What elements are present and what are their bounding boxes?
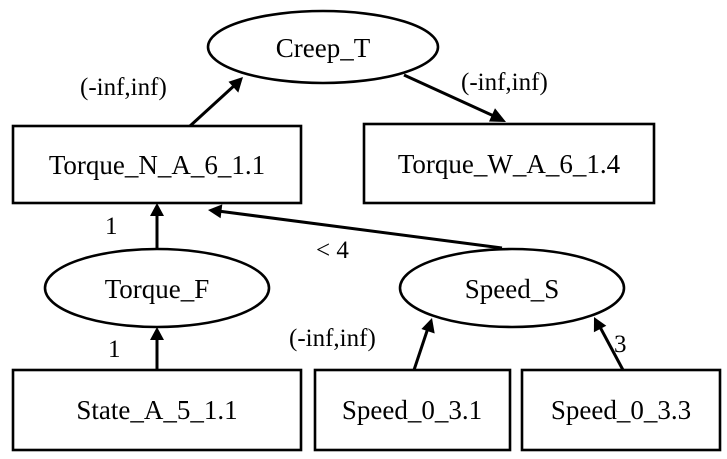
edge-state-a-to-torque-f bbox=[150, 327, 164, 370]
node-speed-s: Speed_S bbox=[398, 247, 626, 329]
node-torque-n-label: Torque_N_A_6_1.1 bbox=[49, 150, 265, 180]
edge-creep-t-to-torque-w bbox=[403, 73, 506, 122]
node-torque-f-label: Torque_F bbox=[105, 274, 210, 304]
node-speed-033-label: Speed_0_3.3 bbox=[551, 395, 691, 425]
node-torque-f: Torque_F bbox=[43, 247, 271, 329]
edge-torque-n-to-creep-t bbox=[188, 77, 243, 128]
node-state-a: State_A_5_1.1 bbox=[11, 368, 303, 452]
node-speed-031: Speed_0_3.1 bbox=[313, 368, 512, 452]
node-state-a-label: State_A_5_1.1 bbox=[76, 395, 237, 425]
edge-speed-s-to-torque-n bbox=[208, 204, 503, 250]
edge-label-speed-031-to-speed-s: (-inf,inf) bbox=[289, 325, 376, 352]
node-torque-w-label: Torque_W_A_6_1.4 bbox=[398, 149, 621, 179]
edge-label-state-to-torque-f: 1 bbox=[108, 336, 121, 363]
node-creep-t: Creep_T bbox=[206, 9, 440, 85]
edge-label-torque-n-to-creep: (-inf,inf) bbox=[80, 74, 167, 101]
edge-label-torque-f-to-torque-n: 1 bbox=[105, 213, 118, 240]
node-torque-w: Torque_W_A_6_1.4 bbox=[362, 122, 656, 205]
node-torque-n: Torque_N_A_6_1.1 bbox=[11, 124, 303, 205]
node-speed-031-label: Speed_0_3.1 bbox=[342, 395, 482, 425]
edge-label-speed-033-to-speed-s: 3 bbox=[614, 331, 627, 358]
node-speed-033: Speed_0_3.3 bbox=[520, 368, 722, 452]
edge-speed-031-to-speed-s bbox=[412, 318, 435, 371]
edge-speed-033-to-speed-s bbox=[593, 317, 625, 371]
edge-label-speed-s-to-torque-n: < 4 bbox=[316, 237, 349, 264]
node-speed-s-label: Speed_S bbox=[465, 274, 560, 304]
edge-torque-f-to-torque-n bbox=[150, 203, 164, 249]
edge-label-creep-to-torque-w: (-inf,inf) bbox=[461, 69, 548, 96]
node-creep-t-label: Creep_T bbox=[276, 33, 371, 63]
